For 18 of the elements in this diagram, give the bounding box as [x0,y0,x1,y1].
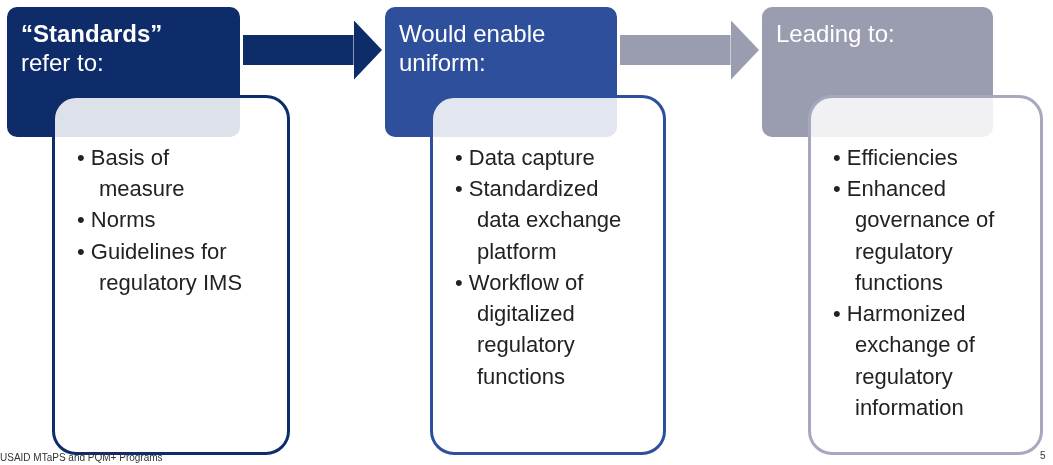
bullet-item: • Workflow of digitalized regulatory functions [455,268,585,391]
bullet-item: • Efficiencies [833,144,959,172]
header-text: Leading to: [776,19,896,49]
block-arrow [243,20,382,80]
bullet-item: • Guidelines for regulatory IMS [77,237,244,297]
bullet-item: • Norms [77,206,157,235]
list-box [52,95,290,455]
block-arrow [620,20,759,80]
header-text: “Standards” refer to: [21,19,164,78]
bullet-item: • Data capture [455,144,596,172]
page-number: 5 [1040,450,1046,461]
footer-text: USAID MTaPS and PQM+ Programs [0,452,163,463]
bullet-item: • Harmonized exchange of regulatory information [833,300,976,422]
bullet-item: • Basis of measure [77,144,186,204]
bullet-item: • Standardized data exchange platform [455,175,623,266]
bullet-item: • Enhanced governance of regulatory functions [833,175,996,297]
header-text: Would enable uniform: [399,19,547,78]
list-box [430,95,666,455]
